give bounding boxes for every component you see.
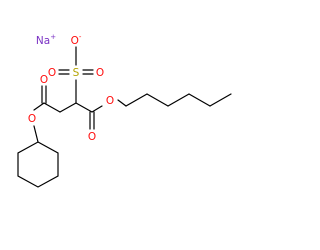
bond-hexyl-5-6 — [209, 93, 232, 107]
sulfonate-s-label: S — [73, 67, 80, 79]
sodium-charge: + — [50, 33, 56, 41]
sodium-ion-label: Na+ — [36, 33, 56, 47]
bond-hexyl-4-5 — [188, 93, 211, 107]
sulfonate-o-minus-label: O- — [71, 33, 82, 47]
bond-c4-ether-o — [33, 102, 45, 111]
bond-c2-c3 — [59, 102, 77, 113]
hexyl-chain-bonds — [117, 93, 232, 107]
bond-hexyl-3-4 — [167, 93, 190, 107]
cyclohexane-ring — [17, 141, 59, 188]
ester2-carbonyl-o-label: O — [40, 74, 48, 86]
succinate-backbone-bonds — [33, 85, 103, 130]
sulfonate-group-bonds — [58, 46, 94, 104]
sodium-symbol: Na — [36, 35, 50, 47]
sulfonate-o-charge: - — [79, 33, 82, 41]
bond-c2-c1 — [75, 102, 93, 113]
bond-hexyl-2-3 — [146, 93, 169, 107]
cyclohexyl-ester-bonds — [17, 125, 59, 188]
ester1-ether-o-label: O — [106, 95, 114, 107]
sulfonate-o-minus-symbol: O — [71, 35, 79, 47]
ester1-carbonyl-o-label: O — [88, 131, 96, 143]
bond-c1-ether-o — [91, 105, 103, 113]
ester2-ether-o-label: O — [28, 113, 36, 125]
bond-o-hexyl-c1 — [117, 99, 127, 107]
sulfonate-o-left-label: O — [48, 67, 56, 79]
bond-c3-c4 — [43, 102, 61, 113]
chemical-structure-diagram: Na+ O- O S O O O O O — [17, 33, 232, 188]
bond-o-cyclohexyl — [33, 125, 39, 143]
sulfonate-o-right-label: O — [96, 67, 104, 79]
bond-hexyl-1-2 — [125, 93, 148, 107]
